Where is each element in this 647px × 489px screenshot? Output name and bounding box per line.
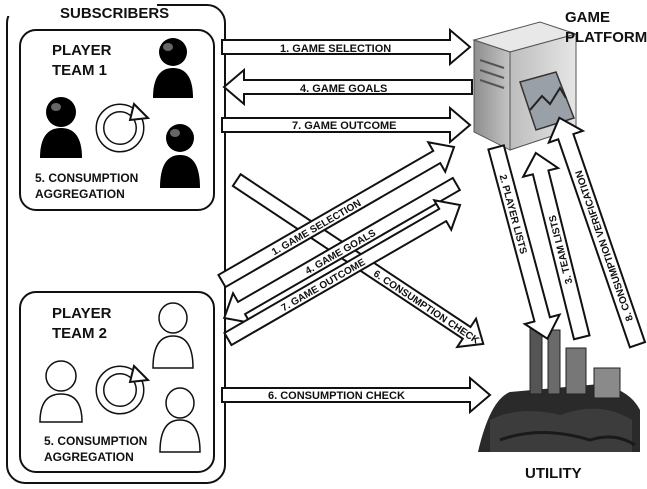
flow-label: 4. GAME GOALS xyxy=(300,83,387,95)
team-2-aggregation-line-1: 5. CONSUMPTION xyxy=(44,434,147,448)
arrow-t1-game-selection: 1. GAME SELECTION xyxy=(221,27,472,67)
arrow-t1-game-goals: 4. GAME GOALS xyxy=(222,67,473,107)
flow-label: 6. CONSUMPTION CHECK xyxy=(268,390,405,402)
team-2-aggregation-line-2: AGGREGATION xyxy=(44,450,134,464)
cycle-icon xyxy=(95,102,151,153)
team-1-aggregation-line-1: 5. CONSUMPTION xyxy=(35,171,138,185)
player-icon xyxy=(160,124,200,188)
utility-label: UTILITY xyxy=(525,465,582,482)
game-platform-label-line-1: GAME xyxy=(565,9,610,26)
player-icon xyxy=(39,360,83,423)
team-2-name-line-1: PLAYER xyxy=(52,305,112,322)
team-2-name-line-2: TEAM 2 xyxy=(52,325,107,342)
player-icon xyxy=(40,97,82,158)
player-icon xyxy=(159,387,201,453)
cycle-icon xyxy=(95,364,151,415)
arrow-t2-consumption-check: 6. CONSUMPTION CHECK xyxy=(221,375,492,415)
flow-label: 8. CONSUMPTION VERIFICATION xyxy=(574,169,636,323)
utility-plant-icon xyxy=(478,321,640,452)
team-1-aggregation-line-2: AGGREGATION xyxy=(35,187,125,201)
flow-label: 7. GAME OUTCOME xyxy=(292,120,397,132)
player-icon xyxy=(152,302,194,369)
team-1-name-line-1: PLAYER xyxy=(52,42,112,59)
arrow-t1-game-outcome: 7. GAME OUTCOME xyxy=(221,105,472,145)
team-1-name-line-2: TEAM 1 xyxy=(52,62,107,79)
flow-label: 6. CONSUMPTION CHECK xyxy=(371,269,481,347)
game-platform-label-line-2: PLATFORM xyxy=(565,29,647,46)
player-icon xyxy=(153,38,193,98)
subscribers-label: SUBSCRIBERS xyxy=(60,5,169,22)
flow-label: 1. GAME SELECTION xyxy=(280,43,391,55)
